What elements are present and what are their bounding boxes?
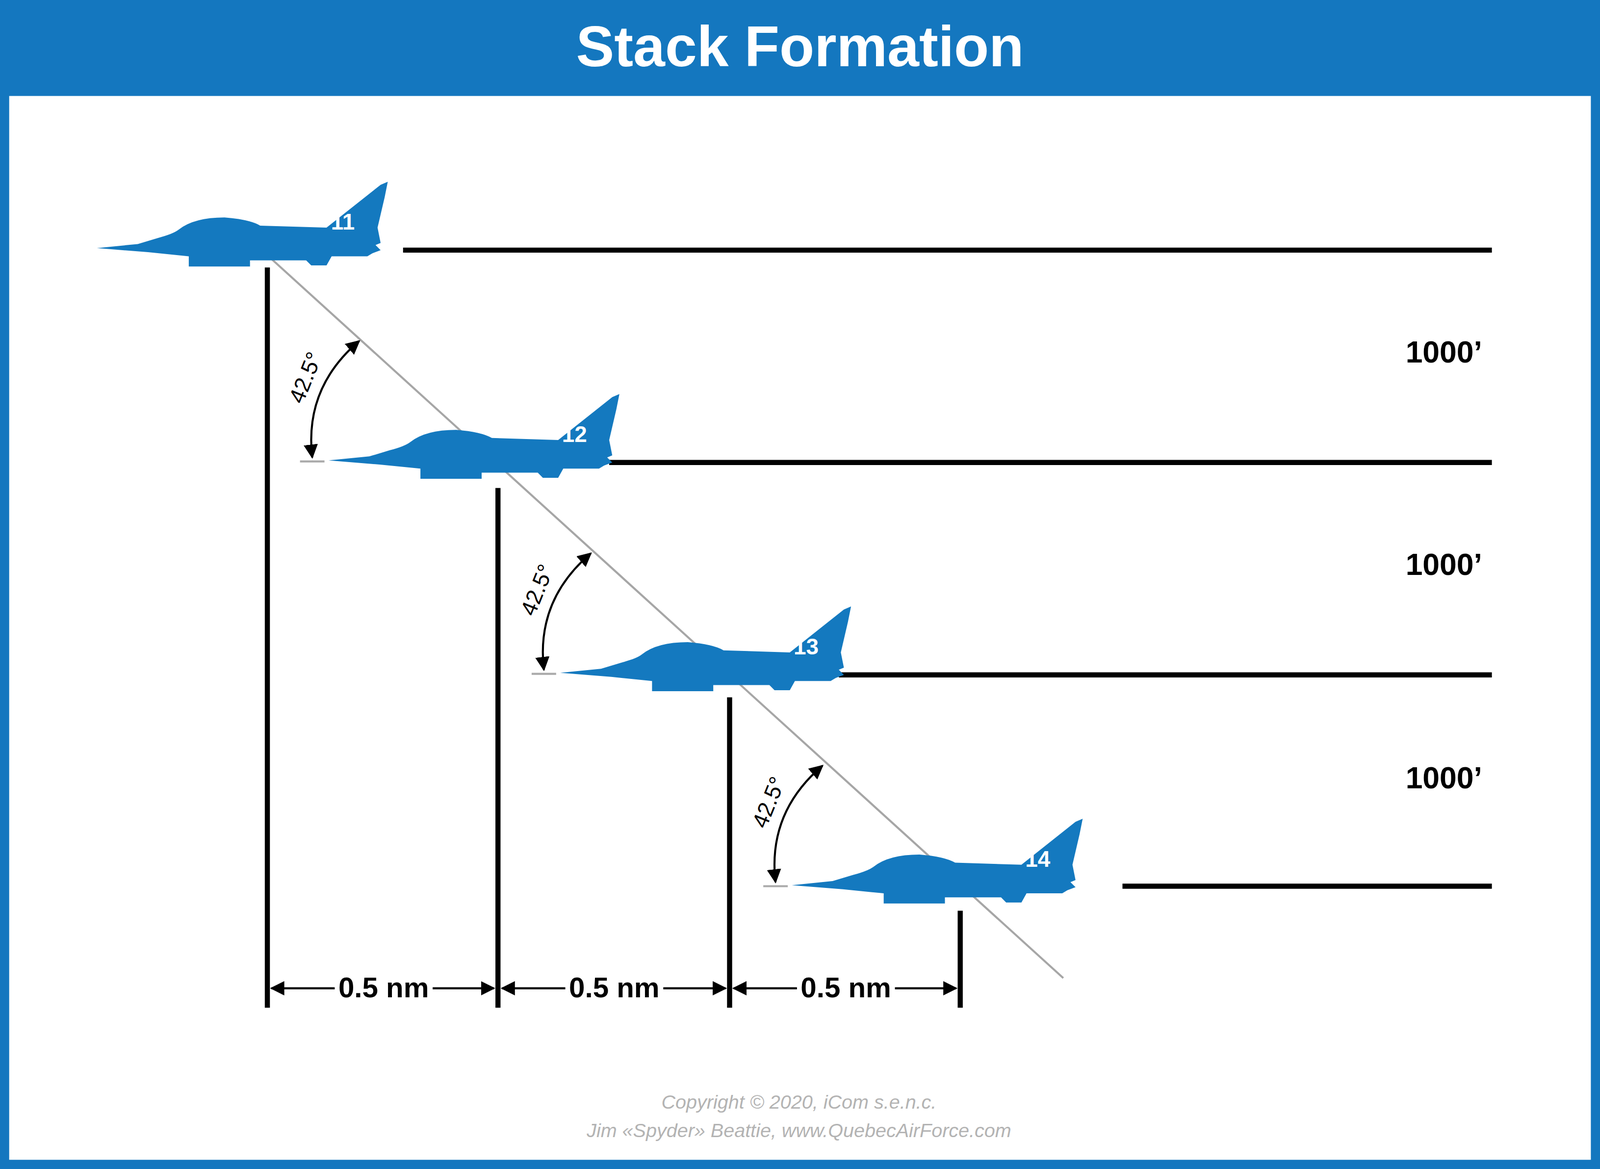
callout-number: 12 <box>562 422 588 448</box>
jet-silhouette: 13 <box>560 605 854 694</box>
jet-silhouette: 14 <box>791 817 1086 906</box>
angle-arcs <box>300 340 823 886</box>
spacing-lines <box>267 267 961 1008</box>
altitude-separation: 1000’ <box>1405 335 1483 370</box>
copyright-note: Jim «Spyder» Beattie, www.QuebecAirForce… <box>586 1118 1012 1144</box>
jet-silhouette: 11 <box>97 180 391 269</box>
altitude-separation: 1000’ <box>1405 760 1483 796</box>
title: Stack Formation <box>0 8 1600 86</box>
altitude-separation: 1000’ <box>1405 547 1483 583</box>
callout-number: 14 <box>1025 847 1051 872</box>
distance-label: 0.5 nm <box>796 971 896 1005</box>
callout-number: 11 <box>331 210 355 235</box>
distance-label: 0.5 nm <box>334 971 434 1005</box>
distance-label: 0.5 nm <box>565 971 664 1005</box>
copyright-note: Copyright © 2020, iCom s.e.n.c. <box>661 1090 937 1115</box>
jet-silhouette: 12 <box>328 392 623 481</box>
altitude-lines <box>403 250 1493 887</box>
panel <box>9 96 1592 1161</box>
callout-number: 13 <box>793 635 819 660</box>
